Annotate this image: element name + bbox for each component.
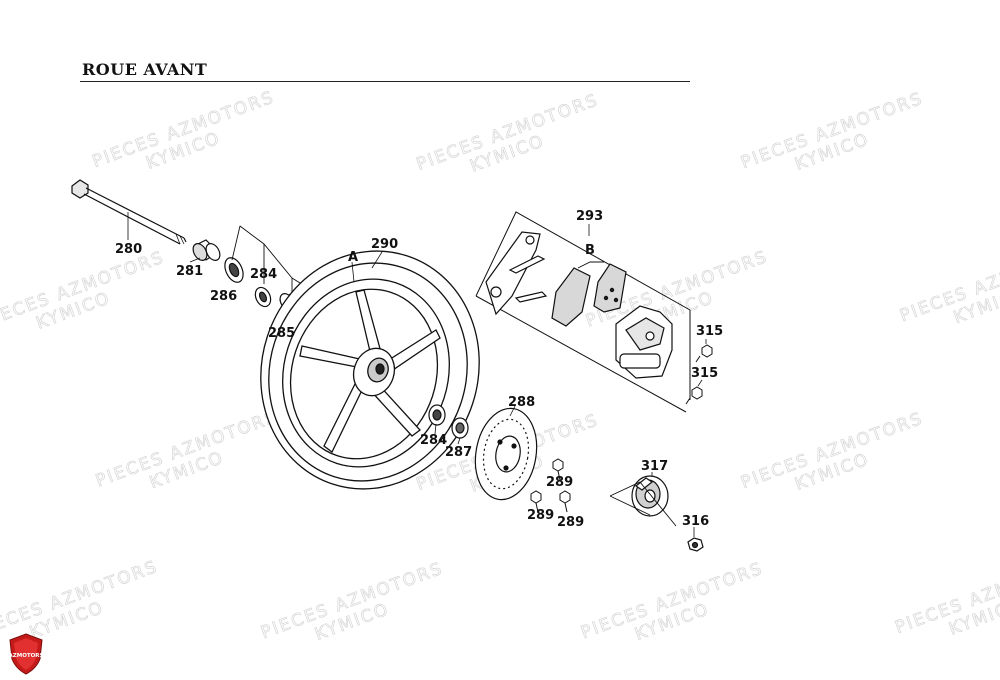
callout-a: A xyxy=(348,250,358,265)
callout-290: 290 xyxy=(371,237,398,252)
callout-289: 289 xyxy=(527,508,554,523)
callout-284-right: 284 xyxy=(420,433,447,448)
callout-280: 280 xyxy=(115,242,142,257)
callout-284: 284 xyxy=(250,267,277,282)
disc-bolts-part[interactable] xyxy=(530,458,571,513)
callout-b: B xyxy=(585,243,595,258)
seal-part-right[interactable] xyxy=(451,417,469,439)
callout-287: 287 xyxy=(445,445,472,460)
bearing-part-right[interactable] xyxy=(428,404,446,426)
azmotors-logo: AZMOTORS xyxy=(8,633,44,679)
spacer-part[interactable] xyxy=(190,239,222,263)
callout-labels: 280 281 284 286 285 290 A 284 287 288 28… xyxy=(115,209,723,530)
callout-316: 316 xyxy=(682,514,709,529)
leader-lines xyxy=(127,212,707,537)
axle-part[interactable] xyxy=(71,179,187,245)
callout-286: 286 xyxy=(210,289,237,304)
callout-288: 288 xyxy=(508,395,535,410)
callout-315: 315 xyxy=(696,324,723,339)
callout-289: 289 xyxy=(546,475,573,490)
callout-317: 317 xyxy=(641,459,668,474)
caliper-body-part[interactable] xyxy=(615,305,673,379)
caliper-bracket-part[interactable] xyxy=(485,231,548,316)
callout-293: 293 xyxy=(576,209,603,224)
caliper-bolts-part[interactable] xyxy=(685,344,713,405)
bearing-part[interactable] xyxy=(252,285,273,309)
caliper-box xyxy=(475,211,691,413)
watermarks: PIECES AZMOTORS KYMICO PIECES AZMOTORS K… xyxy=(0,87,1000,645)
page-title: ROUE AVANT xyxy=(82,60,208,79)
callout-285: 285 xyxy=(268,326,295,341)
callout-281: 281 xyxy=(176,264,203,279)
seal-part[interactable] xyxy=(221,255,246,285)
watermark-line1: PIECES AZMOTORS xyxy=(0,247,167,332)
speedo-drive-part[interactable] xyxy=(609,475,677,527)
brake-pads-part[interactable] xyxy=(551,261,627,327)
title-underline xyxy=(80,81,690,82)
watermark-line1: PIECES AZMOTORS xyxy=(0,557,161,642)
axle-nut-part[interactable] xyxy=(687,537,704,552)
logo-text: AZMOTORS xyxy=(8,653,43,659)
front-wheel-part[interactable] xyxy=(230,222,510,517)
callout-315: 315 xyxy=(691,366,718,381)
callout-289: 289 xyxy=(557,515,584,530)
